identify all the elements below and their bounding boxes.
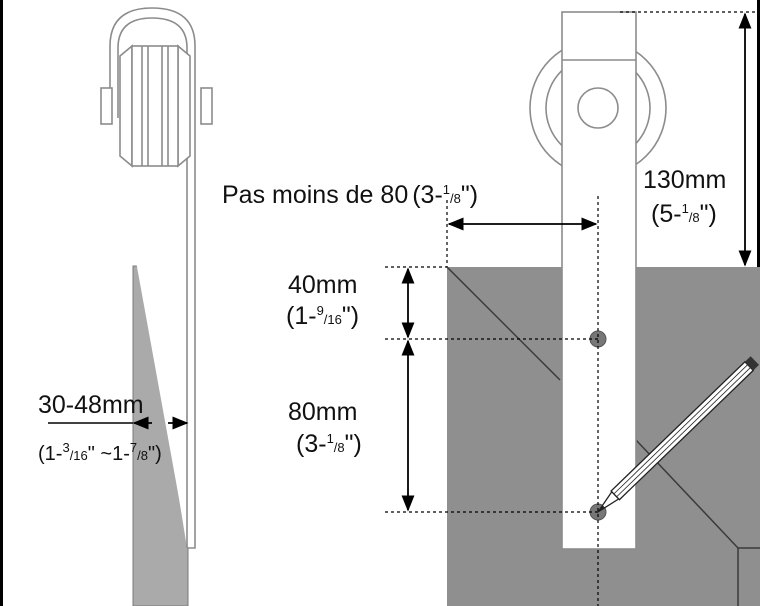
thickness-in-sup2: 7: [130, 440, 137, 455]
height-mm-label: 130mm: [643, 166, 726, 194]
top-offset-in-sub: /16: [324, 312, 342, 327]
spacing-in-close: "): [345, 430, 362, 458]
axle-bolt: [577, 87, 619, 129]
top-offset-inch-label: (1-9/16"): [286, 302, 359, 330]
thickness-in-open: (1-: [38, 443, 62, 465]
axle-cap-left: [100, 87, 113, 125]
thickness-inch-label: (1-3/16" ~1-7/8"): [38, 440, 162, 465]
spacing-inch-label: (3-1/8"): [296, 430, 362, 458]
clearance-main: Pas moins de 80: [222, 181, 408, 209]
clearance-open: (3-: [412, 181, 443, 209]
top-offset-in-open: (1-: [286, 302, 317, 330]
spacing-in-open: (3-: [296, 430, 327, 458]
front-view: Pas moins de 80(3-1/8") 130mm (5-1/8") 4…: [222, 11, 760, 606]
wheel-body: [131, 45, 179, 167]
thickness-in-sub1: /16: [70, 448, 88, 463]
clearance-sup: 1: [443, 182, 450, 197]
height-inch-label: (5-1/8"): [651, 200, 717, 228]
thickness-in-sub2: /8: [137, 448, 148, 463]
hanger-strap-front: [561, 11, 637, 550]
spacing-mm-label: 80mm: [288, 398, 357, 426]
spacing-in-sub: /8: [334, 440, 345, 455]
top-offset-mm-label: 40mm: [288, 271, 357, 299]
height-in-open: (5-: [651, 200, 682, 228]
axle-cap-right: [200, 87, 213, 125]
pencil-icon: [597, 356, 759, 513]
clearance-label: Pas moins de 80(3-1/8"): [222, 181, 478, 209]
clearance-close: "): [461, 181, 478, 209]
spacing-in-sup: 1: [327, 431, 334, 446]
thickness-in-mid: " ~1-: [88, 443, 130, 465]
height-in-close: "): [700, 200, 717, 228]
height-in-sub: /8: [689, 210, 700, 225]
thickness-in-close: "): [148, 443, 162, 465]
side-view: 30-48mm (1-3/16" ~1-7/8"): [38, 7, 213, 606]
clearance-sub: /8: [450, 191, 461, 206]
door-bevel-line: [446, 266, 561, 381]
top-offset-in-sup: 9: [317, 303, 324, 318]
thickness-mm-label: 30-48mm: [38, 391, 144, 419]
height-in-sup: 1: [682, 201, 689, 216]
wheel-flange-right: [177, 44, 191, 168]
wheel-flange-left: [119, 44, 133, 168]
thickness-in-sup1: 3: [62, 440, 69, 455]
top-offset-in-close: "): [342, 302, 359, 330]
